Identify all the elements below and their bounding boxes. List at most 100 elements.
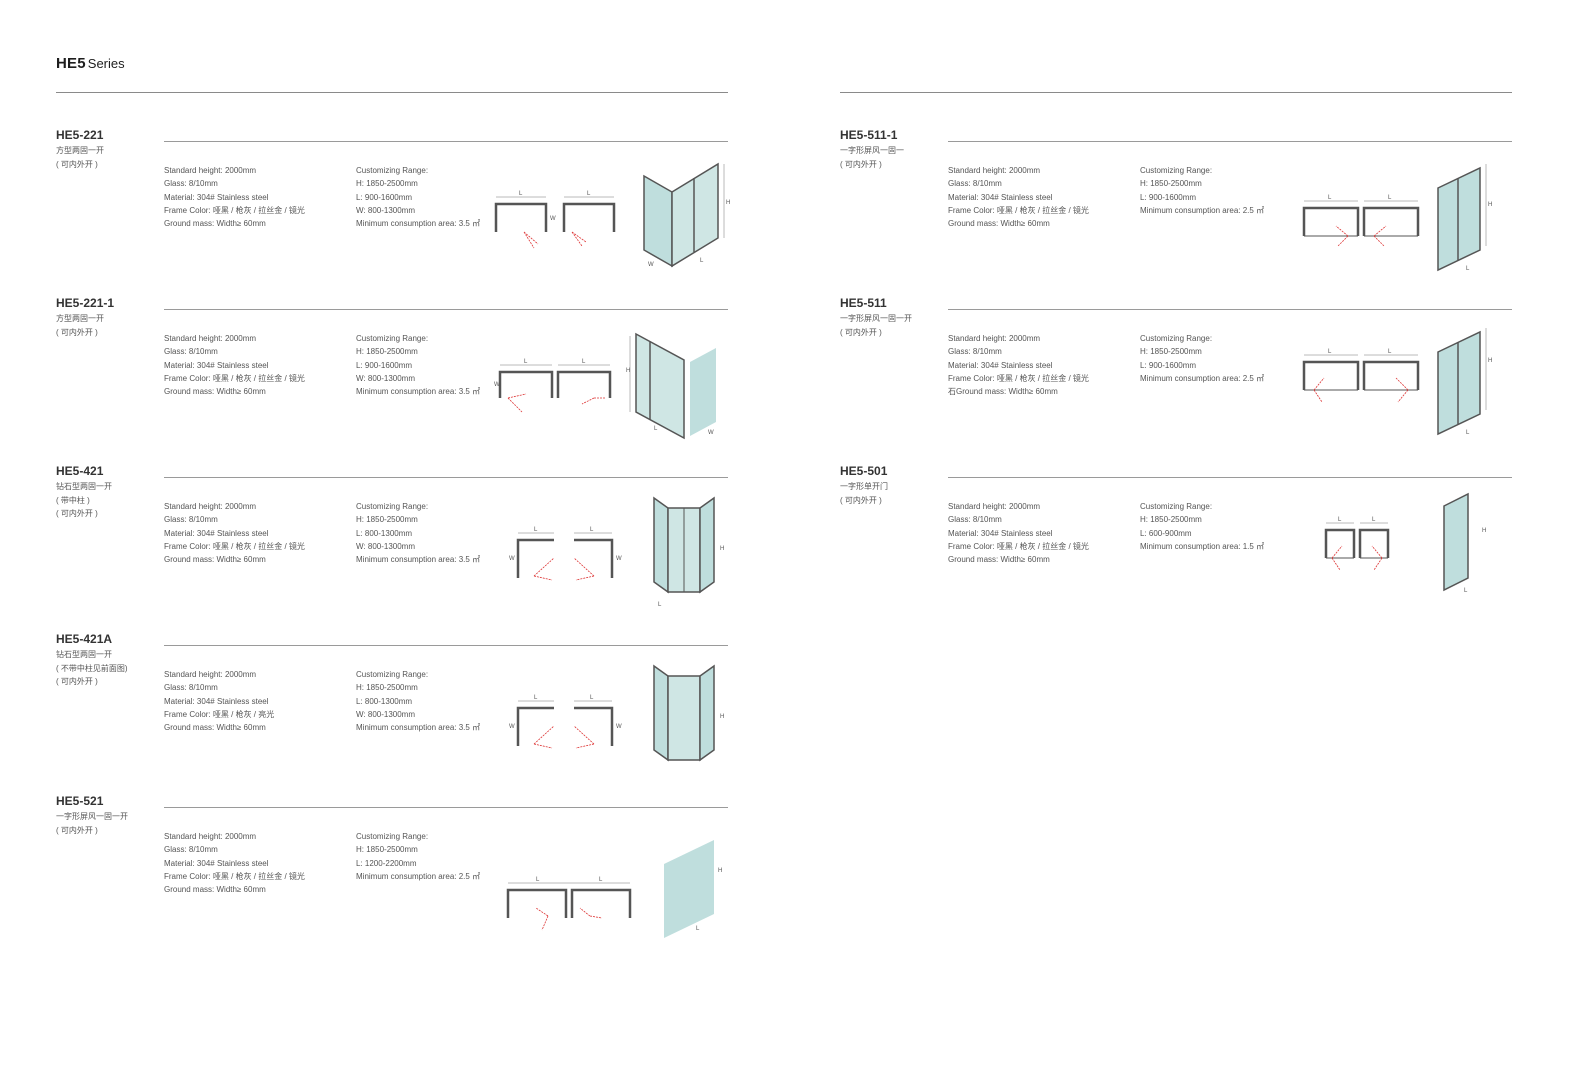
model-description: 方型两固一开 ( 可内外开 ): [56, 312, 104, 339]
glass: 8/10mm: [188, 347, 218, 357]
model-he5-221: HE5-221 方型两固一开 ( 可内外开 ) Standard height:…: [56, 128, 816, 288]
header-rule-left: [56, 92, 728, 93]
perspective-diagram: H L: [664, 840, 722, 938]
spec-list: Standard height: 2000mm Glass: 8/10mm Ma…: [164, 166, 305, 229]
model-he5-221-1: HE5-221-1 方型两固一开 ( 可内外开 ) Standard heigh…: [56, 296, 816, 456]
range-w: 800-1300mm: [367, 373, 416, 383]
standard-height: 2000mm: [1008, 334, 1041, 343]
desc-line: 方型两固一开: [56, 146, 104, 155]
range-h: 1850-2500mm: [1150, 515, 1202, 525]
standard-height: 2000mm: [1008, 502, 1041, 511]
range-h: 1850-2500mm: [366, 845, 418, 855]
plan-diagram: L L: [1302, 195, 1420, 247]
svg-text:L: L: [1466, 266, 1470, 272]
svg-text:H: H: [1482, 528, 1486, 534]
model-he5-421: HE5-421 钻石型两固一开 ( 带中柱 ) ( 可内外开 ) Standar…: [56, 464, 816, 624]
glass: 8/10mm: [188, 845, 218, 855]
model-description: 一字形屏风一固一开 ( 可内外开 ): [840, 312, 912, 339]
svg-text:W: W: [616, 724, 622, 730]
standard-height: 2000mm: [224, 832, 257, 841]
min-area: 3.5 ㎡: [458, 555, 481, 565]
ground-mass: Width≥ 60mm: [216, 723, 266, 733]
ground-mass: Width≥ 60mm: [216, 555, 266, 565]
svg-text:L: L: [1328, 195, 1332, 201]
svg-text:H: H: [1488, 358, 1492, 364]
svg-text:W: W: [509, 556, 515, 562]
customizing-range: Customizing Range: H: 1850-2500mm L: 900…: [1140, 166, 1265, 215]
svg-text:L: L: [1338, 517, 1342, 523]
model-code: HE5-221: [56, 128, 104, 142]
standard-height: 2000mm: [224, 334, 257, 343]
min-area: 2.5 ㎡: [1242, 373, 1265, 383]
svg-text:L: L: [582, 359, 586, 365]
series-code: HE5: [56, 55, 86, 72]
ground-mass: Width≥ 60mm: [1000, 219, 1050, 229]
svg-text:L: L: [534, 695, 538, 701]
range-h: 1850-2500mm: [366, 515, 418, 525]
desc-line: ( 可内外开 ): [56, 327, 98, 337]
svg-text:L: L: [696, 926, 700, 932]
svg-text:H: H: [626, 368, 630, 374]
svg-text:L: L: [1388, 195, 1392, 201]
model-code: HE5-421A: [56, 632, 113, 646]
desc-line: ( 可内外开 ): [840, 327, 882, 337]
material: 304# Stainless steel: [980, 360, 1053, 370]
plan-diagram: L L: [506, 877, 632, 931]
model-code: HE5-421: [56, 464, 104, 478]
series-word: Series: [87, 56, 125, 71]
svg-text:L: L: [590, 695, 594, 701]
range-h: 1850-2500mm: [366, 347, 418, 357]
customizing-range: Customizing Range: H: 1850-2500mm L: 120…: [356, 832, 481, 881]
material: 304# Stainless steel: [980, 528, 1053, 538]
range-l: 800-1300mm: [364, 696, 413, 706]
desc-line: ( 不带中柱见前面图): [56, 663, 128, 673]
model-description: 钻石型两固一开 ( 带中柱 ) ( 可内外开 ): [56, 480, 112, 521]
svg-text:L: L: [599, 877, 603, 883]
model-description: 一字形单开门 ( 可内外开 ): [840, 480, 888, 507]
spec-list: Standard height: 2000mm Glass: 8/10mm Ma…: [948, 502, 1089, 565]
model-rule: [164, 807, 728, 808]
ground-mass: Width≥ 60mm: [1008, 387, 1058, 397]
material: 304# Stainless steel: [196, 192, 269, 202]
model-he5-421a: HE5-421A 钻石型两固一开 ( 不带中柱见前面图) ( 可内外开 ) St…: [56, 632, 816, 792]
frame-color: 哑黑 / 枪灰 / 拉丝金 / 镜光: [212, 541, 305, 551]
model-description: 一字形屏风一固一 ( 可内外开 ): [840, 144, 904, 171]
svg-text:L: L: [654, 426, 658, 432]
frame-color: 哑黑 / 枪灰 / 拉丝金 / 镜光: [212, 373, 305, 383]
customizing-range: Customizing Range: H: 1850-2500mm L: 900…: [356, 334, 481, 397]
desc-line: ( 带中柱 ): [56, 495, 90, 505]
ground-mass: Width≥ 60mm: [216, 219, 266, 229]
desc-line: 钻石型两固一开: [56, 650, 112, 659]
svg-text:W: W: [509, 724, 515, 730]
svg-text:L: L: [700, 258, 704, 264]
customizing-range: Customizing Range: H: 1850-2500mm L: 600…: [1140, 502, 1265, 551]
range-w: 800-1300mm: [367, 709, 416, 719]
model-code: HE5-511: [840, 296, 887, 310]
svg-text:L: L: [1466, 430, 1470, 436]
min-area: 3.5 ㎡: [458, 387, 481, 397]
svg-text:L: L: [590, 527, 594, 533]
spec-list: Standard height: 2000mm Glass: 8/10mm Ma…: [948, 334, 1089, 397]
svg-text:W: W: [648, 262, 654, 268]
svg-text:H: H: [718, 868, 722, 874]
range-w: 800-1300mm: [367, 205, 416, 215]
model-code: HE5-501: [840, 464, 888, 478]
material: 304# Stainless steel: [196, 528, 269, 538]
plan-diagram: L L: [1324, 517, 1390, 571]
model-code: HE5-221-1: [56, 296, 115, 310]
range-l: 1200-2200mm: [364, 858, 417, 868]
svg-text:W: W: [708, 430, 714, 436]
svg-text:L: L: [1388, 349, 1392, 355]
svg-text:L: L: [524, 359, 528, 365]
frame-color: 哑黑 / 枪灰 / 拉丝金 / 镜光: [212, 871, 305, 881]
standard-height: 2000mm: [224, 670, 257, 679]
model-description: 方型两固一开 ( 可内外开 ): [56, 144, 104, 171]
customizing-range: Customizing Range: H: 1850-2500mm L: 800…: [356, 502, 481, 565]
plan-diagram: L L W W: [509, 695, 622, 749]
material: 304# Stainless steel: [980, 192, 1053, 202]
plan-diagram: L L W: [494, 359, 612, 413]
material: 304# Stainless steel: [196, 360, 269, 370]
range-l: 900-1600mm: [1148, 192, 1197, 202]
perspective-diagram: H L: [1437, 328, 1492, 436]
min-area: 3.5 ㎡: [458, 723, 481, 733]
